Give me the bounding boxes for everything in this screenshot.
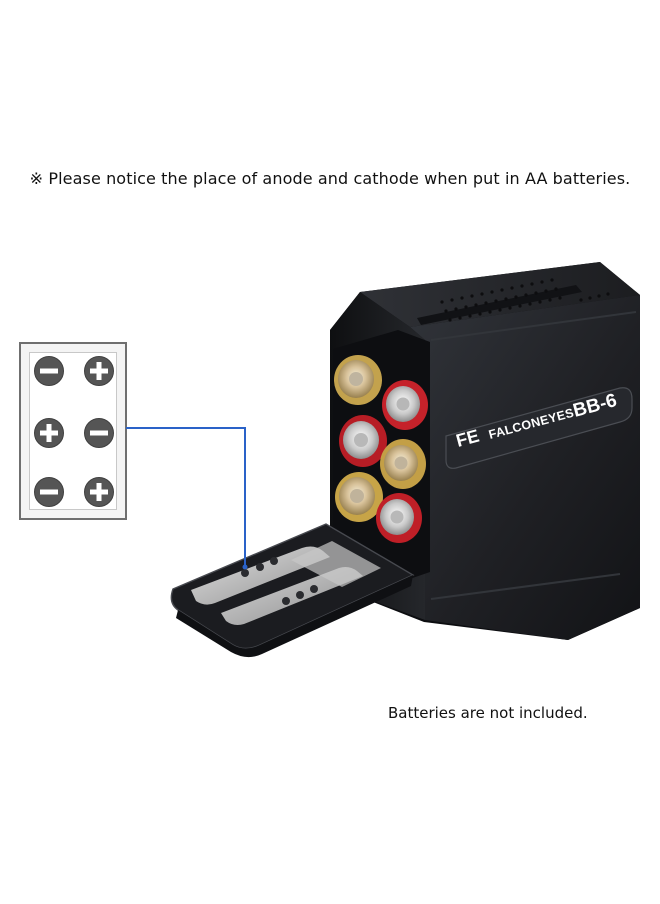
box-left-face: [330, 292, 425, 620]
brand-mark: FE: [454, 426, 481, 451]
brand-name: FALCONEYES: [487, 406, 575, 442]
notice-text: ※ Please notice the place of anode and c…: [29, 169, 631, 188]
brand-logo: FE: [454, 426, 481, 451]
battery-door: [170, 523, 415, 650]
footer-note: Batteries are not included.: [388, 704, 588, 722]
door-screw-dots: [241, 557, 318, 605]
connector-dot: [242, 564, 248, 570]
brand-name-group: FALCONEYES: [487, 406, 575, 442]
polarity-diagram: [19, 342, 127, 520]
box-front-face: [410, 295, 640, 640]
front-groove-top: [430, 311, 637, 341]
box-back-shadow: [330, 262, 640, 640]
battery-compartment: [333, 330, 430, 585]
minus-icon: [34, 356, 64, 386]
front-groove-bottom: [430, 573, 621, 600]
contact-plates: [191, 541, 381, 625]
minus-icon: [84, 418, 114, 448]
box-top-face: [360, 262, 640, 327]
polarity-connector-line: [126, 427, 246, 567]
plus-icon: [84, 477, 114, 507]
battery-door-edge: [176, 575, 413, 658]
top-slot: [417, 285, 582, 325]
minus-icon: [34, 477, 64, 507]
model-name-group: BB-6: [571, 390, 619, 422]
model-name: BB-6: [571, 390, 619, 422]
vent-holes: [440, 278, 610, 322]
plus-icon: [34, 418, 64, 448]
brand-plate: [445, 387, 633, 469]
aa-batteries: [334, 355, 428, 543]
plus-icon: [84, 356, 114, 386]
